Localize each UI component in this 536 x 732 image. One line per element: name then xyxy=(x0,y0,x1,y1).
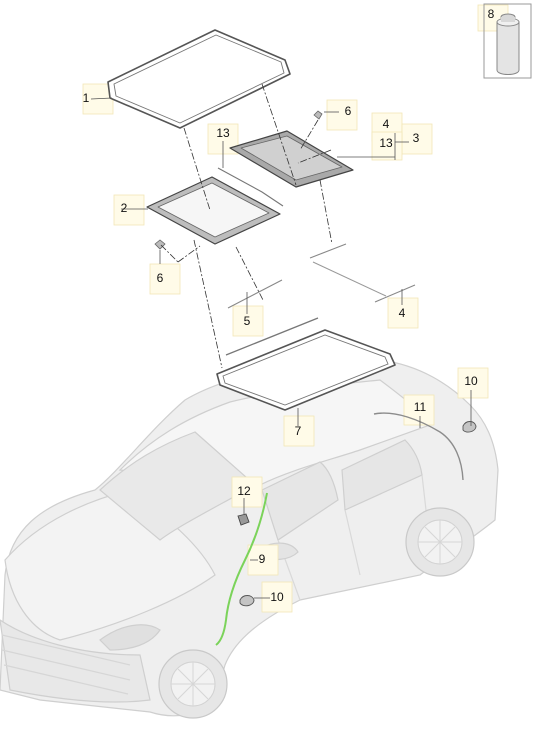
part-10-grommet-rear xyxy=(462,421,477,433)
part-6-clip-lower xyxy=(154,239,166,250)
callout-5: 5 xyxy=(244,314,251,328)
callout-10-front: 10 xyxy=(270,590,284,604)
callout-2: 2 xyxy=(121,201,128,215)
part-9-drain-hose xyxy=(215,492,268,646)
callout-1: 1 xyxy=(83,91,90,105)
callout-7: 7 xyxy=(295,424,302,438)
part-4-strip-lower xyxy=(374,284,416,303)
callout-10-rear: 10 xyxy=(464,374,478,388)
callout-4-lower: 4 xyxy=(399,306,406,320)
leader-lines xyxy=(90,97,472,599)
part-12-clip xyxy=(237,513,250,526)
part-11-drain-hose xyxy=(373,412,464,481)
callout-13-right: 13 xyxy=(379,136,393,150)
rear-wheel xyxy=(405,507,475,577)
callout-8: 8 xyxy=(488,7,495,21)
part-1-glass-panel xyxy=(107,29,291,129)
callout-4-upper: 4 xyxy=(383,117,390,131)
part-4-strip-upper xyxy=(309,243,347,259)
callout-12: 12 xyxy=(237,484,251,498)
part-7-roof-seal xyxy=(216,317,396,411)
part-10-grommet-front xyxy=(239,595,255,607)
callout-6-lower: 6 xyxy=(157,271,164,285)
part-13-strip xyxy=(217,167,284,207)
callout-13-left: 13 xyxy=(216,126,230,140)
part-3-rear-glass xyxy=(229,130,354,188)
assembly-guide-lines xyxy=(160,83,333,369)
part-8-cylinder xyxy=(483,3,532,79)
part-4-strip-mid xyxy=(312,261,387,297)
part-2-front-glass xyxy=(146,176,281,245)
vehicle-illustration xyxy=(0,359,499,717)
callout-labels: 1 2 6 13 6 4 13 3 5 4 7 8 10 11 12 9 10 xyxy=(83,7,495,604)
callout-boxes xyxy=(82,4,509,613)
part-5-strip xyxy=(227,279,283,309)
callout-6-upper: 6 xyxy=(345,104,352,118)
part-6-clip-upper xyxy=(313,110,323,120)
callout-11: 11 xyxy=(414,400,427,414)
front-wheel xyxy=(158,649,228,719)
callout-3: 3 xyxy=(413,131,420,145)
callout-9: 9 xyxy=(259,552,266,566)
